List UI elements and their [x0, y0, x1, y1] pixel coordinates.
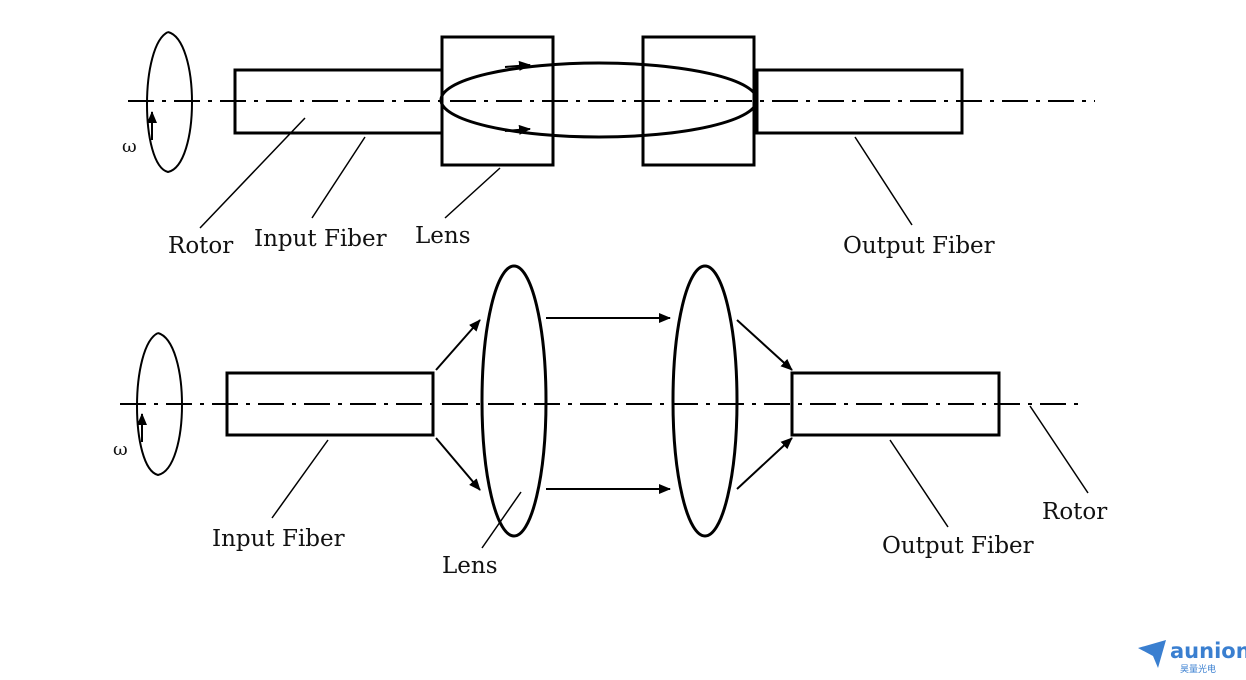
bottom-leader-input-fiber — [271, 439, 329, 519]
bottom-label-output-fiber: Output Fiber — [882, 533, 1034, 559]
top-label-output-fiber: Output Fiber — [843, 233, 995, 259]
bottom-diagram: ω Input Fiber Lens Output Fiber Rotor — [113, 264, 1107, 579]
aunion-logo: aunion 昊量光电 — [1138, 639, 1246, 675]
bottom-rotation-arc — [136, 332, 183, 477]
top-leader-rotor — [199, 117, 306, 229]
top-label-rotor: Rotor — [168, 233, 233, 259]
bottom-omega-symbol: ω — [113, 439, 128, 460]
bottom-leader-rotor — [1029, 405, 1089, 494]
logo-subtitle: 昊量光电 — [1180, 663, 1216, 675]
top-rotation-symbol: ω — [122, 31, 193, 174]
bottom-lens-left — [480, 264, 548, 538]
top-leader-lens — [444, 167, 501, 219]
top-omega-symbol: ω — [122, 136, 137, 157]
bottom-output-fiber — [790, 371, 1001, 437]
top-label-lens: Lens — [415, 223, 471, 249]
logo-name: aunion — [1170, 639, 1246, 663]
bottom-rotation-symbol: ω — [113, 332, 183, 477]
top-beam-ellipse — [439, 61, 759, 139]
top-label-input-fiber: Input Fiber — [254, 226, 387, 252]
bottom-beam-converge-upper — [736, 319, 793, 371]
top-rotation-arc — [146, 31, 193, 174]
top-beam-arrow-lower — [504, 124, 531, 135]
bottom-beam-diverge-upper — [435, 319, 481, 371]
bottom-beam-diverge-lower — [435, 437, 481, 491]
top-lens-right — [641, 35, 756, 167]
bottom-leader-output-fiber — [889, 439, 949, 528]
bottom-input-fiber — [225, 371, 435, 437]
top-leader-output-fiber — [854, 136, 913, 226]
top-diagram: ω Rotor Input Fiber Lens Output Fiber — [122, 31, 1095, 259]
bottom-label-lens: Lens — [442, 553, 498, 579]
top-beam-arrow-upper — [504, 60, 531, 71]
bottom-label-rotor: Rotor — [1042, 499, 1107, 525]
top-leader-input-fiber — [311, 136, 366, 219]
bottom-lens-right — [671, 264, 739, 538]
bottom-beam-converge-lower — [736, 437, 793, 490]
paper-plane-icon — [1138, 640, 1166, 668]
bottom-label-input-fiber: Input Fiber — [212, 526, 345, 552]
bottom-leader-lens — [481, 491, 522, 549]
